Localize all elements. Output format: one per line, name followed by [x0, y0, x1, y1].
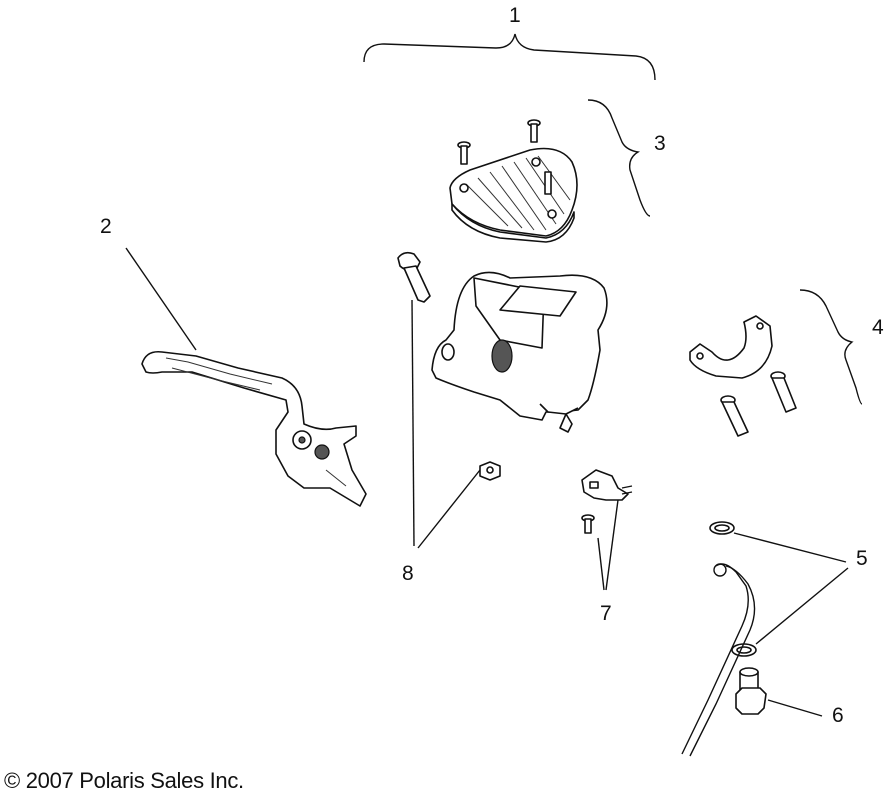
sealing-washer-bottom — [731, 643, 757, 657]
brace-3 — [587, 99, 651, 217]
cover-screw-right — [527, 119, 541, 143]
leader-2 — [125, 247, 197, 351]
switch-screw-part — [581, 514, 595, 534]
callout-2: 2 — [100, 215, 112, 238]
callout-4: 4 — [872, 316, 884, 339]
cover-screw-front — [544, 171, 552, 195]
clamp-bolt-left — [720, 395, 749, 437]
callout-3: 3 — [654, 132, 666, 155]
pivot-nut-part — [479, 461, 501, 481]
leader-8b — [417, 469, 481, 549]
leader-6 — [767, 699, 823, 717]
pivot-bolt-part — [397, 251, 431, 303]
leader-5a — [733, 532, 847, 563]
sealing-washer-top — [709, 521, 735, 535]
leader-8a — [411, 299, 415, 547]
callout-6: 6 — [832, 704, 844, 727]
clamp-bolt-right — [770, 371, 797, 413]
copyright-notice: © 2007 Polaris Sales Inc. — [4, 768, 244, 793]
callout-5: 5 — [856, 547, 868, 570]
callout-7: 7 — [600, 602, 612, 625]
leader-5b — [755, 567, 849, 645]
banjo-bolt-part — [735, 667, 767, 715]
master-cylinder-body-part — [431, 271, 608, 433]
brace-4 — [799, 289, 863, 405]
brace-1 — [363, 33, 656, 81]
reservoir-cover-part — [449, 119, 578, 243]
brake-switch-part — [581, 469, 633, 501]
callout-8: 8 — [402, 562, 414, 585]
leader-7b — [605, 499, 619, 591]
brake-line-phantom — [681, 563, 756, 757]
cover-screw-left — [457, 141, 471, 165]
leader-7a — [597, 537, 605, 591]
brake-lever-part — [141, 350, 367, 507]
handlebar-clamp-part — [689, 315, 797, 437]
callout-1: 1 — [509, 4, 521, 27]
